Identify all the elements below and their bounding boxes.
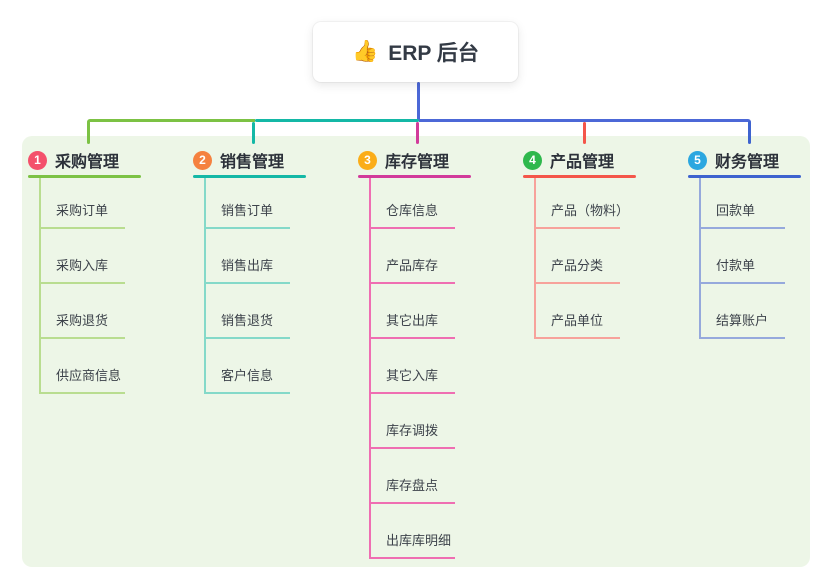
branch-title-label: 库存管理 [385,154,450,171]
node-product-category[interactable]: 产品分类 [534,229,620,284]
branch-title-label: 财务管理 [715,154,780,171]
branch-children: 产品（物料） 产品分类 产品单位 [534,178,629,339]
badge-2-icon: 2 [193,150,212,170]
node-label: 产品分类 [551,258,604,273]
connector-segment-purchase [87,119,255,122]
node-sales-return[interactable]: 销售退货 [204,284,290,339]
node-product-stock[interactable]: 产品库存 [369,229,455,284]
branch-children: 采购订单 采购入库 采购退货 供应商信息 [39,178,125,394]
node-purchase-order[interactable]: 采购订单 [39,178,125,229]
badge-4-icon: 4 [523,150,542,170]
root-node-label: ERP 后台 [388,42,479,65]
root-connector-line [417,82,420,121]
branch-children: 销售订单 销售出库 销售退货 客户信息 [204,178,290,394]
drop-line-inventory [416,122,419,144]
branch-title-product[interactable]: 4 产品管理 [523,149,643,171]
node-label: 销售出库 [221,258,274,273]
branch-product: 4 产品管理 产品（物料） 产品分类 产品单位 [523,149,643,339]
node-payment-bill[interactable]: 付款单 [699,229,785,284]
branch-finance: 5 财务管理 回款单 付款单 结算账户 [688,149,808,339]
branch-underline [523,175,636,178]
node-other-outbound[interactable]: 其它出库 [369,284,455,339]
branch-title-label: 产品管理 [550,154,615,171]
branch-underline [28,175,141,178]
node-supplier-info[interactable]: 供应商信息 [39,339,125,394]
node-outbound-detail[interactable]: 出库库明细 [369,504,455,559]
node-receipt-bill[interactable]: 回款单 [699,178,785,229]
node-label: 采购退货 [56,313,109,328]
node-purchase-inbound[interactable]: 采购入库 [39,229,125,284]
node-label: 付款单 [716,258,756,273]
node-label: 仓库信息 [386,203,439,218]
node-label: 其它入库 [386,368,439,383]
branch-title-sales[interactable]: 2 销售管理 [193,149,313,171]
node-product-material[interactable]: 产品（物料） [534,178,629,229]
node-label: 产品库存 [386,258,439,273]
node-stock-transfer[interactable]: 库存调拨 [369,394,455,449]
branch-children: 回款单 付款单 结算账户 [699,178,785,339]
node-label: 产品（物料） [551,203,630,218]
connector-segment-finance [419,119,751,122]
badge-3-icon: 3 [358,150,377,170]
branches-backdrop [22,136,810,567]
node-label: 其它出库 [386,313,439,328]
node-purchase-return[interactable]: 采购退货 [39,284,125,339]
branch-title-purchase[interactable]: 1 采购管理 [28,149,148,171]
node-label: 销售订单 [221,203,274,218]
node-label: 库存盘点 [386,478,439,493]
drop-line-purchase [87,121,90,144]
node-label: 客户信息 [221,368,274,383]
node-stock-count[interactable]: 库存盘点 [369,449,455,504]
branch-purchase: 1 采购管理 采购订单 采购入库 采购退货 供应商信息 [28,149,148,394]
branch-underline [358,175,471,178]
badge-1-icon: 1 [28,150,47,170]
node-label: 产品单位 [551,313,604,328]
node-warehouse-info[interactable]: 仓库信息 [369,178,455,229]
node-label: 回款单 [716,203,756,218]
connector-segment-sales [255,119,419,122]
branch-title-label: 销售管理 [220,154,285,171]
badge-5-icon: 5 [688,150,707,170]
node-customer-info[interactable]: 客户信息 [204,339,290,394]
branch-sales: 2 销售管理 销售订单 销售出库 销售退货 客户信息 [193,149,313,394]
branch-title-finance[interactable]: 5 财务管理 [688,149,808,171]
node-label: 结算账户 [716,313,769,328]
branch-title-label: 采购管理 [55,154,120,171]
thumbs-up-icon: 👍 [352,40,379,63]
branch-inventory: 3 库存管理 仓库信息 产品库存 其它出库 其它入库 库存调拨 库存盘点 出库库… [358,149,478,559]
node-label: 销售退货 [221,313,274,328]
node-label: 采购入库 [56,258,109,273]
branch-children: 仓库信息 产品库存 其它出库 其它入库 库存调拨 库存盘点 出库库明细 [369,178,455,559]
node-label: 供应商信息 [56,368,122,383]
node-sales-order[interactable]: 销售订单 [204,178,290,229]
drop-line-sales [252,122,255,144]
drop-line-product [583,122,586,144]
drop-line-finance [748,121,751,144]
node-label: 采购订单 [56,203,109,218]
node-sales-outbound[interactable]: 销售出库 [204,229,290,284]
node-settlement-account[interactable]: 结算账户 [699,284,785,339]
node-label: 库存调拨 [386,423,439,438]
node-other-inbound[interactable]: 其它入库 [369,339,455,394]
node-product-unit[interactable]: 产品单位 [534,284,620,339]
branch-underline [688,175,801,178]
branch-underline [193,175,306,178]
root-node[interactable]: 👍 ERP 后台 [313,22,518,82]
node-label: 出库库明细 [386,533,452,548]
branch-title-inventory[interactable]: 3 库存管理 [358,149,478,171]
